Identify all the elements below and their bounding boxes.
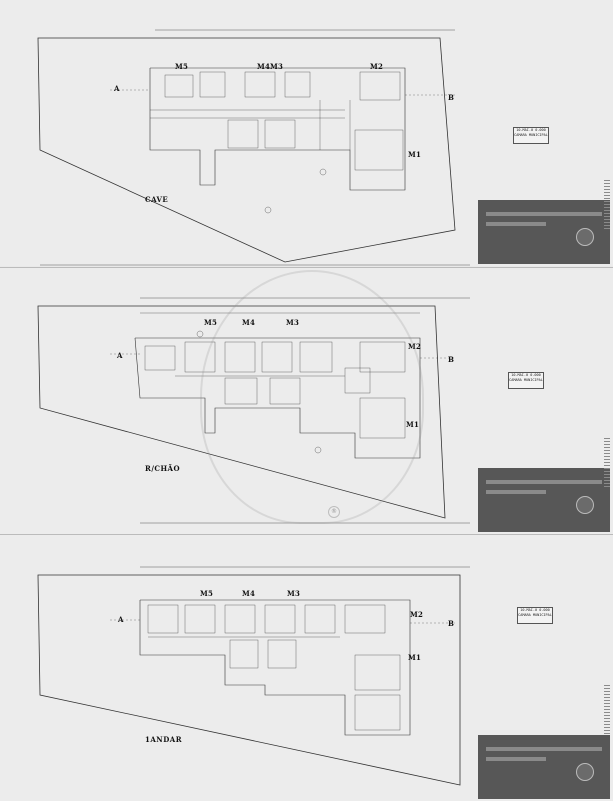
floor-label: 1ANDAR: [145, 735, 183, 744]
floor-plan-drawing: [37, 29, 470, 266]
title-block: [478, 735, 610, 799]
zone-label-a: A: [118, 615, 124, 624]
zone-label-m4: M4: [242, 318, 256, 327]
zone-label-m4: M4: [257, 62, 271, 71]
zone-label-m1: M1: [406, 420, 420, 429]
margin-note: [604, 180, 610, 230]
plan-sheet-ground-floor: M5 M4 M3 M2 M1 A B R/CHÃO 10.MAI.0 0.000…: [0, 267, 613, 534]
floor-plan-drawing: [37, 566, 470, 786]
zone-label-b: B: [448, 619, 455, 628]
municipal-seal-icon: [576, 763, 594, 781]
floor-label: CAVE: [145, 195, 169, 204]
zone-label-m4: M4: [242, 589, 256, 598]
zone-label-b: B: [448, 355, 455, 364]
zone-label-m1: M1: [408, 150, 422, 159]
zone-label-m3: M3: [286, 318, 300, 327]
zone-label-a: A: [114, 84, 120, 93]
municipal-seal-icon: [576, 228, 594, 246]
municipal-seal-icon: [576, 496, 594, 514]
floor-label: R/CHÃO: [145, 464, 181, 473]
zone-label-m2: M2: [410, 610, 424, 619]
zone-label-b: B: [448, 93, 455, 102]
floor-plan-drawing: [37, 297, 470, 524]
title-block: [478, 468, 610, 532]
zone-label-m3: M3: [270, 62, 284, 71]
title-block: [478, 200, 610, 264]
registered-mark-icon: ®: [328, 506, 340, 518]
zone-label-m5: M5: [200, 589, 214, 598]
plan-sheet-first-floor: M5 M4 M3 M2 M1 A B 1ANDAR 10.MAI.0 0.000…: [0, 534, 613, 801]
zone-label-m2: M2: [370, 62, 384, 71]
zone-label-m3: M3: [287, 589, 301, 598]
zone-label-m5: M5: [204, 318, 218, 327]
margin-note: [604, 685, 610, 735]
margin-note: [604, 438, 610, 488]
zone-label-m2: M2: [408, 342, 422, 351]
zone-label-m5: M5: [175, 62, 189, 71]
zone-label-m1: M1: [408, 653, 422, 662]
zone-label-a: A: [117, 351, 123, 360]
